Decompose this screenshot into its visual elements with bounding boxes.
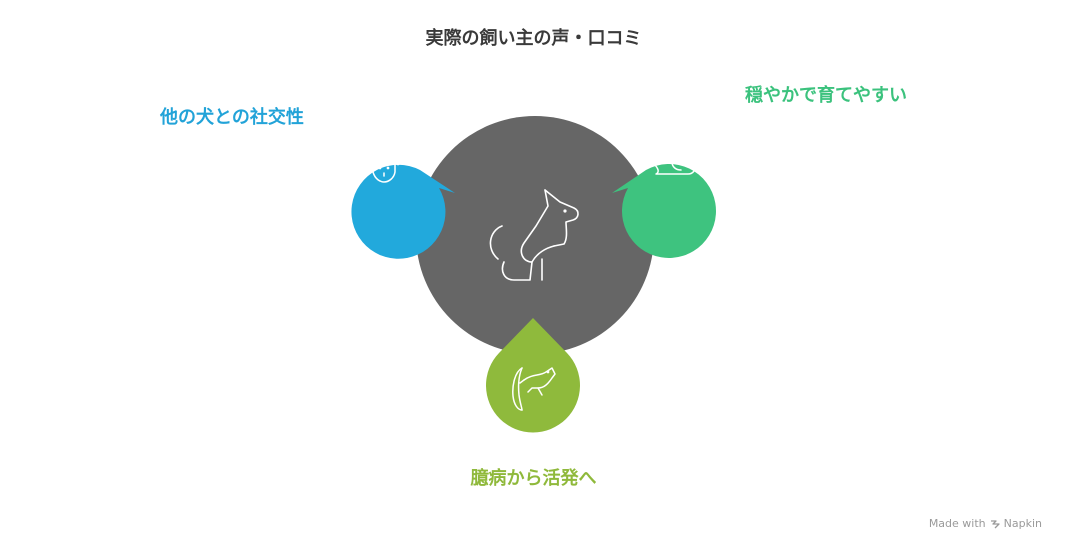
bottom-segment-label: 臆病から活発へ bbox=[470, 468, 597, 489]
napkin-brand-text: Napkin bbox=[1003, 517, 1042, 530]
center-circle bbox=[416, 116, 654, 354]
napkin-attribution[interactable]: Made with Napkin bbox=[929, 517, 1042, 530]
jumping-dog-icon bbox=[512, 367, 556, 411]
napkin-logo-icon bbox=[990, 519, 1000, 528]
dog-heart-icon bbox=[372, 135, 412, 183]
left-segment-shape bbox=[351, 164, 455, 259]
sitting-dog-icon bbox=[489, 189, 579, 281]
diagram-title: 実際の飼い主の声・口コミ bbox=[425, 28, 642, 49]
right-segment-shape bbox=[612, 163, 716, 258]
left-segment-label: 他の犬との社交性 bbox=[160, 107, 304, 128]
resting-dog-icon bbox=[649, 139, 696, 175]
right-segment-label: 穏やかで育てやすい bbox=[745, 85, 907, 106]
made-with-text: Made with bbox=[928, 517, 986, 530]
